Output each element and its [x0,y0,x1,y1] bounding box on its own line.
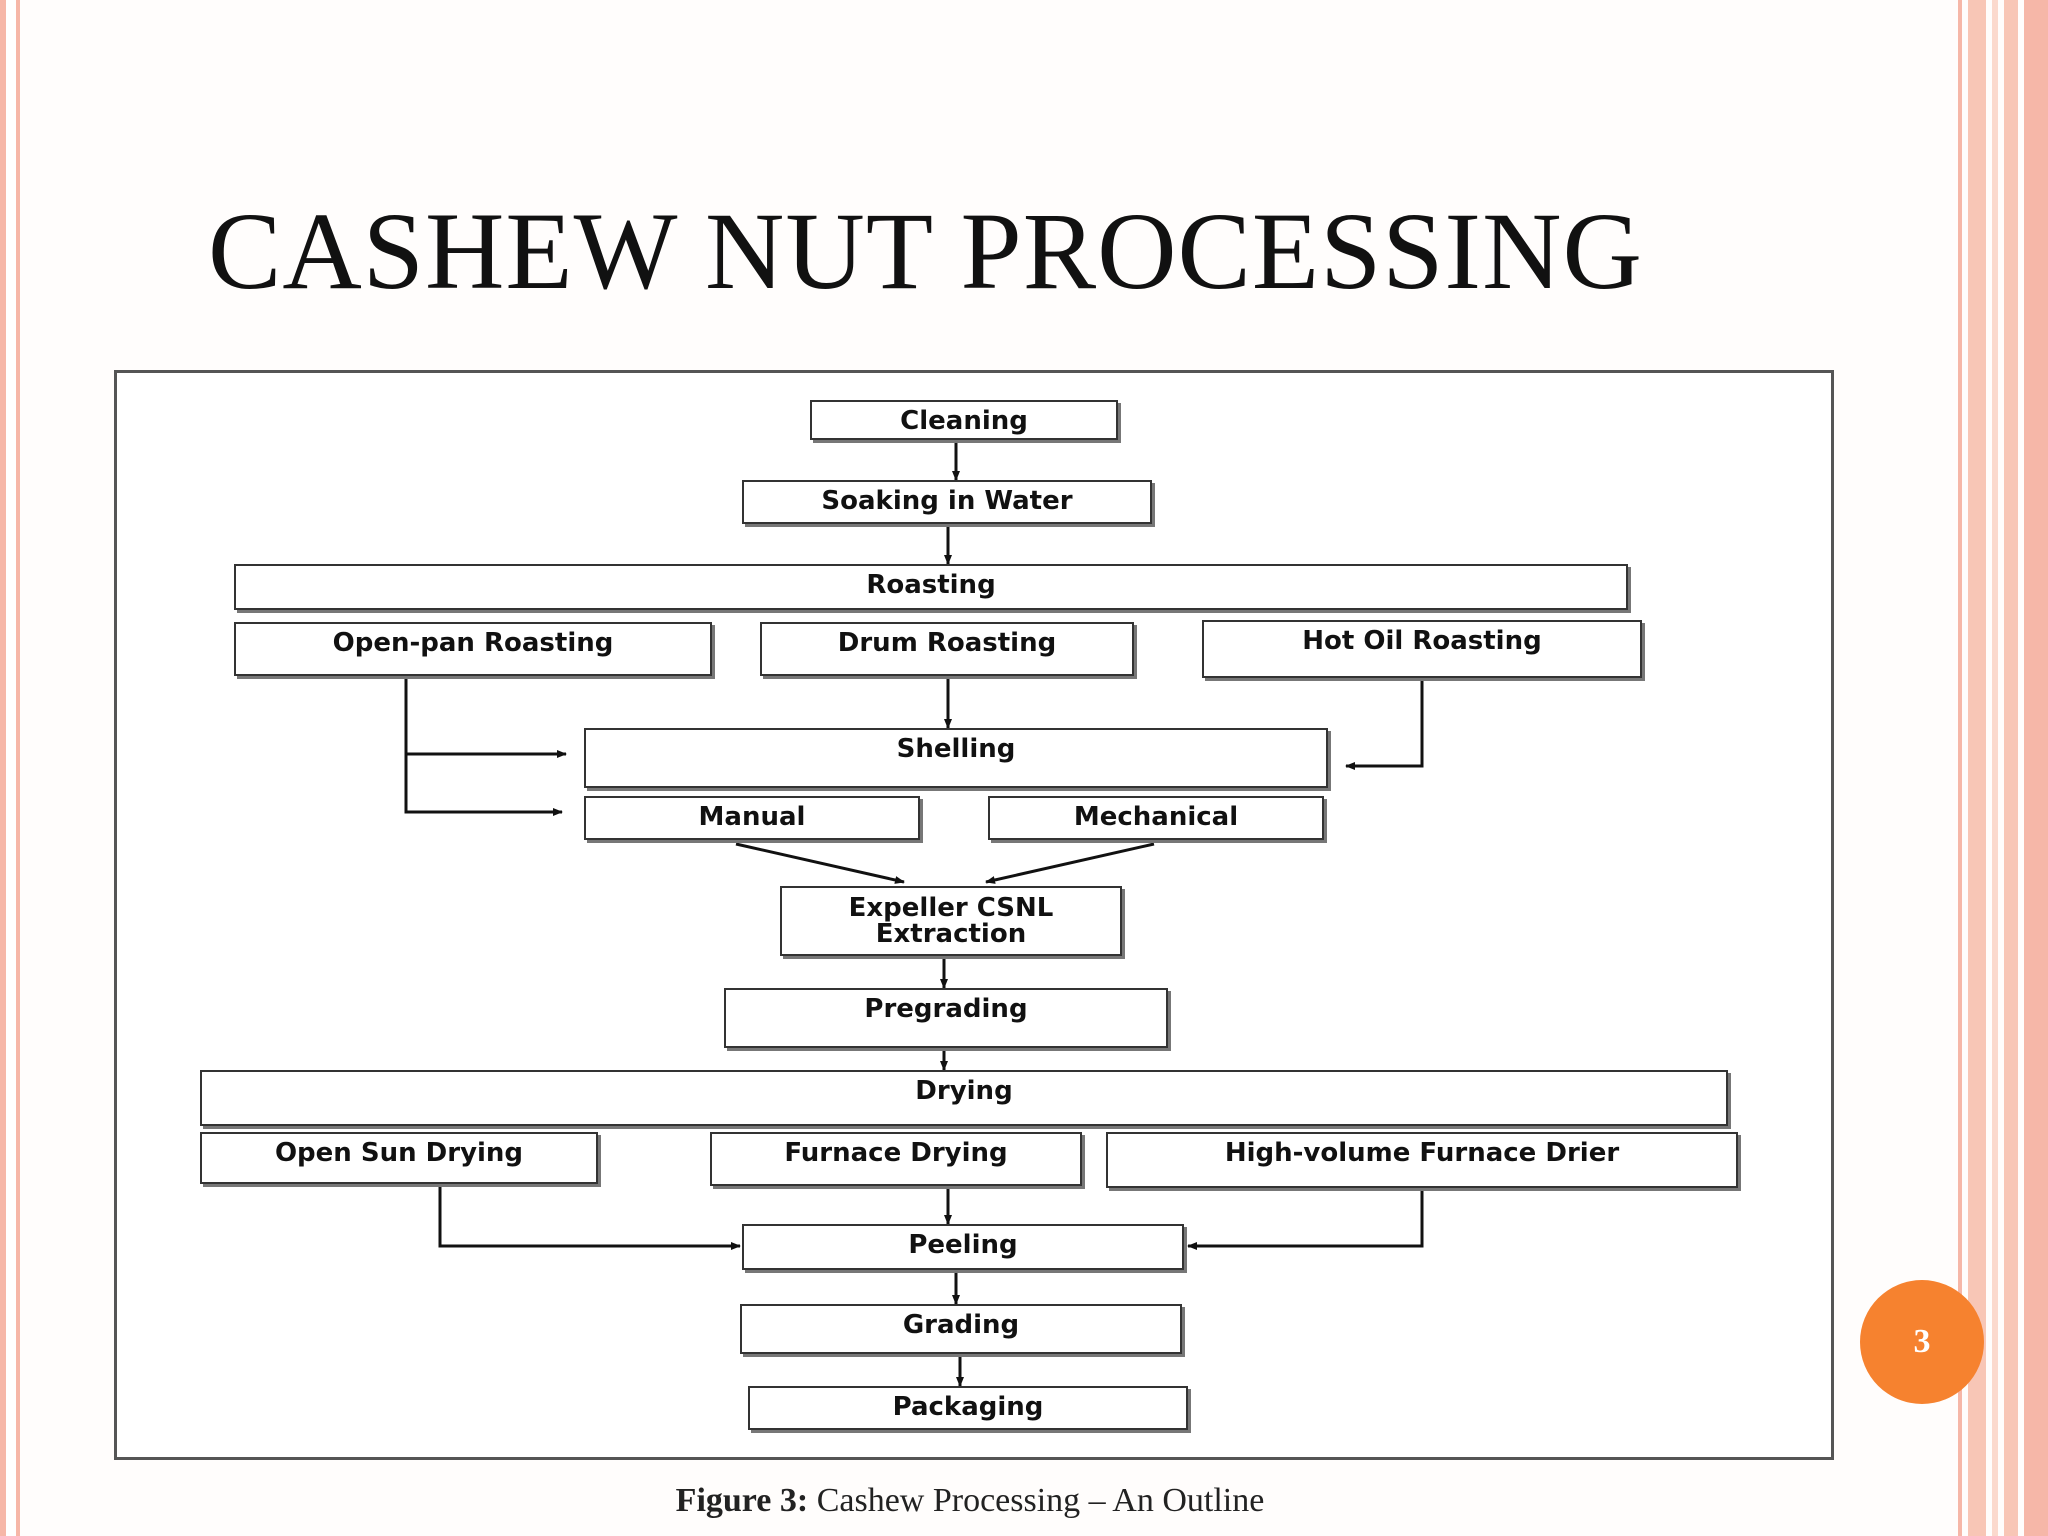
arrow-openpan-manual [404,754,563,816]
arrow-opensun-peeling [438,1186,741,1250]
expeller-line-2: Extraction [875,919,1027,949]
step-hot-oil-roasting: Hot Oil Roasting [1202,620,1642,678]
step-soaking: Soaking in Water [742,480,1152,524]
slide-title: CASHEW NUT PROCESSING [208,190,1643,312]
step-packaging: Packaging [748,1386,1188,1430]
figure-caption: Figure 3: Cashew Processing – An Outline [0,1482,1940,1520]
step-grading: Grading [740,1304,1182,1354]
expeller-line-1: Expeller CSNL [848,893,1054,923]
arrow-manual-expeller [735,842,905,884]
step-pregrading: Pregrading [724,988,1168,1048]
step-furnace-drying: Furnace Drying [710,1132,1082,1186]
step-open-pan-roasting: Open-pan Roasting [234,622,712,676]
step-roasting: Roasting [234,564,1628,610]
step-drum-roasting: Drum Roasting [760,622,1134,676]
step-high-volume-furnace-drier: High-volume Furnace Drier [1106,1132,1738,1188]
slide-number: 3 [1913,1323,1931,1360]
caption-label: Figure 3: [675,1482,809,1519]
slide-number-badge: 3 [1860,1280,1984,1404]
step-drying: Drying [200,1070,1728,1126]
step-manual: Manual [584,796,920,840]
step-expeller-extraction: Expeller CSNL Extraction [780,886,1122,956]
arrow-highvolume-peeling [1187,1188,1424,1250]
arrow-hotoil-shelling [1345,678,1424,770]
step-shelling: Shelling [584,728,1328,788]
left-border-strip [0,0,20,1536]
step-mechanical: Mechanical [988,796,1324,840]
step-cleaning: Cleaning [810,400,1118,440]
step-open-sun-drying: Open Sun Drying [200,1132,598,1184]
caption-text: Cashew Processing – An Outline [816,1482,1265,1519]
arrow-mechanical-expeller [985,842,1155,884]
arrow-openpan-shelling [404,676,567,758]
step-peeling: Peeling [742,1224,1184,1270]
